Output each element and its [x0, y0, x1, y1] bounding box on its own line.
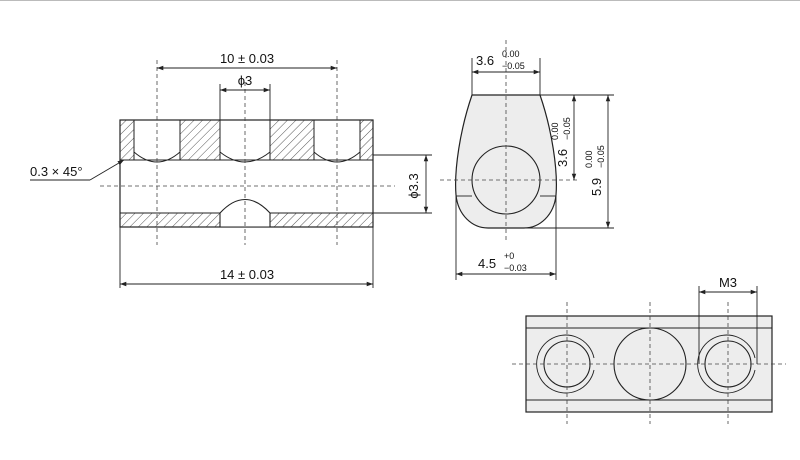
dim-bottom-width-upper: +0 [504, 251, 514, 261]
dim-total-height-upper: 0.00 [584, 150, 594, 168]
dim-bottom-width-nominal: 4.5 [478, 256, 496, 271]
upper-wall-hatch-mid-right [269, 119, 315, 161]
dim-bottom-width-lower: −0.03 [504, 263, 527, 273]
dim-center-height-upper: 0.00 [550, 122, 560, 140]
side-view: 3.6 0.00 −0.05 3.6 0.00 −0.05 5.9 0.00 −… [440, 40, 614, 280]
upper-wall-hatch-right [359, 119, 374, 161]
top-view: M3 [512, 275, 786, 424]
dim-total-height-nominal: 5.9 [589, 178, 604, 196]
dim-total-height-lower: −0.05 [596, 145, 606, 168]
lower-hole-arc [219, 199, 271, 228]
dim-center-height-nominal: 3.6 [555, 149, 570, 167]
dim-center-height-lower: −0.05 [562, 117, 572, 140]
dim-top-width-upper: 0.00 [502, 49, 520, 59]
dim-hole-dia-label: ϕ3 [238, 73, 253, 88]
dim-top-width-lower: −0.05 [502, 61, 525, 71]
dim-length-label: 14 ± 0.03 [220, 267, 274, 282]
dim-hole-spacing-label: 10 ± 0.03 [220, 51, 274, 66]
dim-bore-label: ϕ3.3 [406, 173, 421, 198]
dim-thread-label: M3 [719, 275, 737, 290]
lower-wall-hatch-right [269, 212, 374, 228]
dim-chamfer-label: 0.3 × 45° [30, 164, 83, 179]
lower-wall-hatch-left [119, 212, 221, 228]
chamfer-leader [89, 159, 125, 181]
upper-wall-hatch-mid-left [179, 119, 221, 161]
dim-top-width-nominal: 3.6 [476, 53, 494, 68]
front-section-view: 10 ± 0.03 ϕ3 0.3 × 45° ϕ3.3 14 ± 0.03 [30, 51, 432, 288]
upper-wall-hatch-left [119, 119, 135, 161]
